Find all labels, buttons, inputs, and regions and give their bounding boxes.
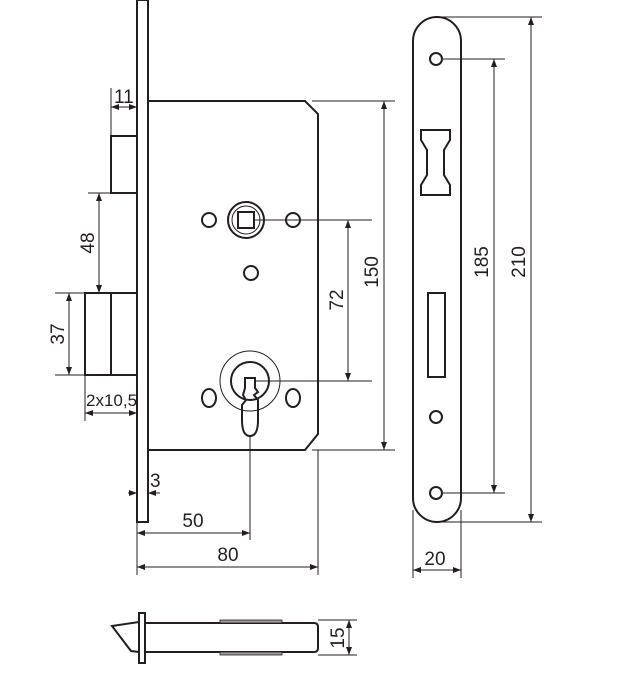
- bolt-opening: [427, 292, 446, 378]
- dim-label-37: 37: [48, 323, 69, 344]
- faceplate-dimensions: 185 210 20: [412, 16, 542, 578]
- dim-label-2x10-5: 2x10,5: [86, 391, 137, 410]
- top-view: 15: [110, 612, 357, 664]
- screw-hole: [201, 212, 217, 228]
- side-view: [84, 0, 319, 523]
- screw-hole: [201, 388, 217, 408]
- cylinder-hole: [219, 350, 281, 438]
- dim-label-80: 80: [217, 545, 238, 566]
- faceplate-front: [412, 16, 462, 523]
- screw-hole: [429, 52, 443, 66]
- dim-label-185: 185: [472, 246, 493, 278]
- faceplate-side: [136, 0, 149, 523]
- screw-hole: [243, 265, 259, 281]
- dimension-lines: 11 48 37 2x10,5 3 50 80 72 150: [48, 87, 395, 575]
- latch-opening: [420, 129, 451, 196]
- dim-label-210: 210: [509, 246, 530, 278]
- screw-hole: [429, 410, 443, 424]
- screw-hole: [429, 486, 443, 500]
- lock-case: [148, 100, 319, 451]
- dim-label-72: 72: [327, 289, 348, 310]
- dim-label-20: 20: [424, 549, 445, 570]
- dim-label-150: 150: [362, 256, 383, 288]
- dim-label-48: 48: [78, 232, 99, 253]
- latch-bolt: [110, 135, 138, 194]
- dim-label-15: 15: [328, 627, 349, 648]
- screw-hole: [285, 388, 301, 408]
- dim-label-11: 11: [114, 87, 134, 108]
- dim-label-3: 3: [150, 471, 161, 492]
- dim-label-50: 50: [182, 511, 203, 532]
